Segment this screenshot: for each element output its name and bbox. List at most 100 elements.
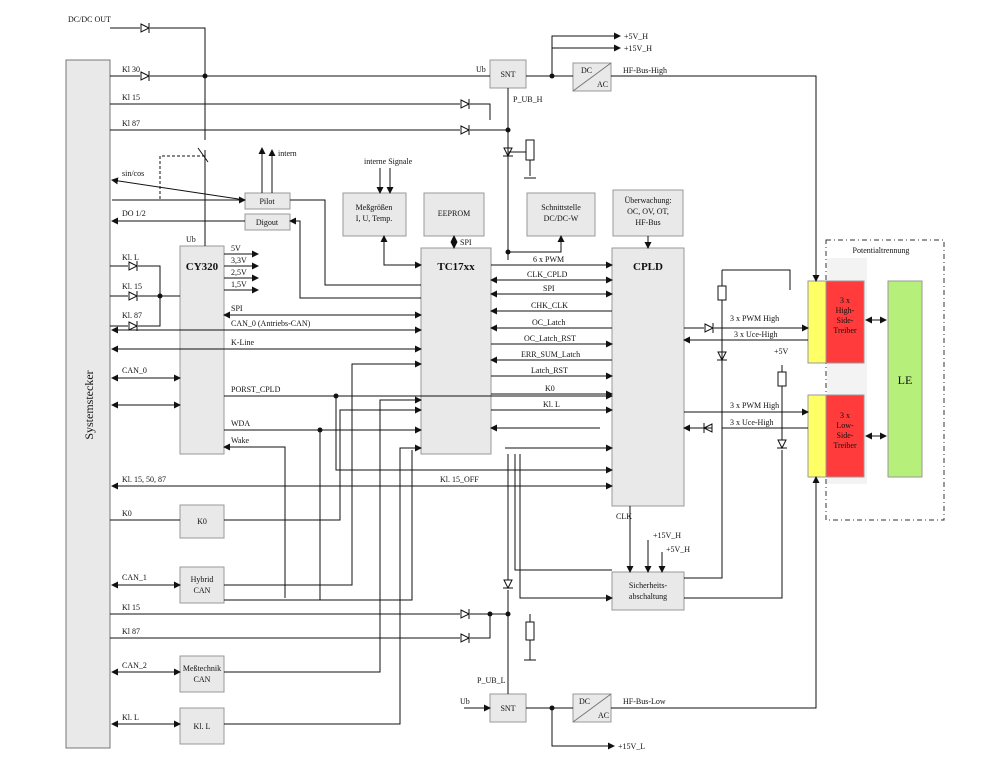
diodes xyxy=(128,23,787,643)
kl-15-50-87-label: Kl. 15, 50, 87 xyxy=(122,475,166,484)
dc-top-label: DC xyxy=(581,66,592,75)
dcac-bottom-divider xyxy=(572,693,612,723)
cpld-label: CPLD xyxy=(633,261,663,273)
kl-87-label: Kl. 87 xyxy=(122,311,142,320)
can2-label: CAN_2 xyxy=(122,661,147,670)
sicherheit-line1: Sicherheits- xyxy=(629,581,668,590)
systemstecker-label: Systemstecker xyxy=(82,370,96,439)
messgroessen-block xyxy=(342,192,407,237)
messtechnik-can-line1: Meßtechnik xyxy=(183,664,221,673)
cy320-33v-label: 3,3V xyxy=(231,256,247,265)
low-driver-line1: 3 x xyxy=(840,411,850,420)
ueberwachung-line1: Überwachung: xyxy=(624,196,671,205)
hf-bus-high-label: HF-Bus-High xyxy=(623,66,667,75)
bus-spi-label: SPI xyxy=(543,284,555,293)
cy320-wda-label: WDA xyxy=(231,419,250,428)
can1-label: CAN_1 xyxy=(122,573,147,582)
sicherheit-block xyxy=(611,571,685,611)
plus5v-h2-label: +5V_H xyxy=(666,545,690,554)
kl-l-label: Kl. L xyxy=(122,253,139,262)
high-driver-yellow xyxy=(807,280,827,364)
uce-high-top-label: 3 x Uce-High xyxy=(734,330,778,339)
hf-bus-low-label: HF-Bus-Low xyxy=(623,697,666,706)
high-driver-block xyxy=(825,280,865,364)
kl15-label: Kl 15 xyxy=(122,93,140,102)
cy320-block xyxy=(179,245,225,455)
snt-bottom-label: SNT xyxy=(500,704,515,713)
kl-15-label: Kl. 15 xyxy=(122,282,142,291)
kl-l-block-label: Kl. L xyxy=(194,722,211,731)
bus-oc-latch-rst-label: OC_Latch_RST xyxy=(524,334,576,343)
kl87-bottom-label: Kl 87 xyxy=(122,627,140,636)
le-label: LE xyxy=(898,373,913,387)
cy320-wake-label: Wake xyxy=(231,436,249,445)
clk-label: CLK xyxy=(616,512,632,521)
dcdc-out-label: DC/DC OUT xyxy=(68,15,111,24)
cy320-porst-label: PORST_CPLD xyxy=(231,385,281,394)
high-driver-line1: 3 x xyxy=(840,296,850,305)
can0-label: CAN_0 xyxy=(122,366,147,375)
kl-l-bottom-label: Kl. L xyxy=(122,713,139,722)
bus-pwm6-label: 6 x PWM xyxy=(533,255,564,264)
sin-cos-label: sin/cos xyxy=(122,169,144,178)
eeprom-spi-label: SPI xyxy=(460,238,472,247)
cpld-block xyxy=(611,247,685,507)
kl30-label: Kl 30 xyxy=(122,65,140,74)
intern-label: intern xyxy=(278,149,297,158)
pwm-high-low-label: 3 x PWM High xyxy=(730,401,779,410)
le-block xyxy=(887,280,923,478)
uce-high-low-label: 3 x Uce-High xyxy=(730,418,774,427)
schnittstelle-line2: DC/DC-W xyxy=(544,214,579,223)
cy320-5v-label: 5V xyxy=(231,244,241,253)
plus5v-h-label: +5V_H xyxy=(624,32,648,41)
cy320-ub-label: Ub xyxy=(186,235,196,244)
ueberwachung-line2: OC, OV, OT, xyxy=(627,207,669,216)
k0-block xyxy=(179,504,225,539)
cy320-spi-label: SPI xyxy=(231,304,243,313)
dc-bottom-label: DC xyxy=(579,697,590,706)
interne-signale-label: interne Signale xyxy=(364,157,413,166)
k0-label: K0 xyxy=(197,517,207,526)
p-ub-l-label: P_UB_L xyxy=(477,676,506,685)
digout-label: Digout xyxy=(256,218,279,227)
messgroessen-line1: Meßgrößen xyxy=(356,203,393,212)
p-ub-h-label: P_UB_H xyxy=(513,95,543,104)
bus-kl15-off-label: Kl. 15_OFF xyxy=(440,475,479,484)
kl15-bottom-label: Kl 15 xyxy=(122,603,140,612)
bus-clk-cpld-label: CLK_CPLD xyxy=(527,270,568,279)
kl-l-block xyxy=(179,707,225,745)
cy320-can0-label: CAN_0 (Antriebs-CAN) xyxy=(231,319,311,328)
low-driver-line3: Side- xyxy=(837,431,854,440)
hybrid-can-block xyxy=(179,566,225,604)
cy320-label: CY320 xyxy=(186,261,219,273)
eeprom-label: EEPROM xyxy=(438,209,470,218)
dcac-top-divider xyxy=(572,62,612,92)
plus5v-label: +5V xyxy=(774,347,789,356)
potentialtrennung-frame xyxy=(825,239,945,521)
messtechnik-can-line2: CAN xyxy=(194,675,211,684)
wiring xyxy=(110,27,887,750)
messtechnik-can-block xyxy=(179,655,225,693)
resistors xyxy=(525,139,787,641)
tc17xx-label: TC17xx xyxy=(437,261,475,273)
plus15v-l-label: +15V_L xyxy=(618,742,645,751)
snt-top-label: SNT xyxy=(500,70,515,79)
ueberwachung-block xyxy=(612,189,684,237)
messgroessen-line2: I, U, Temp. xyxy=(356,214,392,223)
snt-top-block xyxy=(489,59,527,89)
low-driver-line2: Low- xyxy=(836,421,854,430)
pwm-high-label: 3 x PWM High xyxy=(730,314,779,323)
eeprom-block xyxy=(423,192,485,237)
junctions xyxy=(157,73,555,711)
ueberwachung-line3: HF-Bus xyxy=(635,218,660,227)
sicherheit-line2: abschaltung xyxy=(629,592,667,601)
plus15v-h2-label: +15V_H xyxy=(653,531,681,540)
high-driver-line3: Side- xyxy=(837,316,854,325)
k0-left-label: K0 xyxy=(122,509,132,518)
do12-label: DO 1/2 xyxy=(122,209,146,218)
cy320-kline-label: K-Line xyxy=(231,338,255,347)
high-driver-line4: Treiber xyxy=(833,326,857,335)
ac-bottom-label: AC xyxy=(598,711,609,720)
bus-chk-clk-label: CHK_CLK xyxy=(531,301,568,310)
high-driver-line2: High- xyxy=(836,306,855,315)
